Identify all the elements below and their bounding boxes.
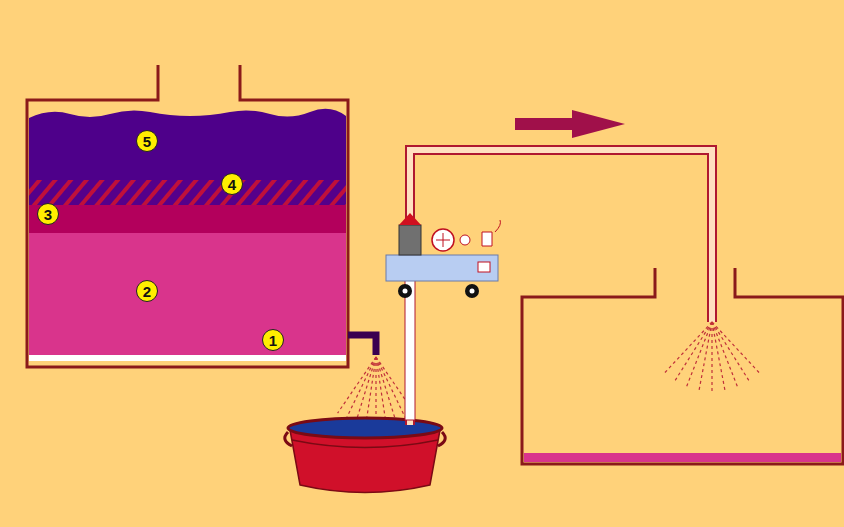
spray-line xyxy=(686,322,712,387)
left-tank xyxy=(27,65,348,367)
spray-line xyxy=(376,357,396,422)
callout-number: 5 xyxy=(136,130,158,152)
spray-line xyxy=(356,357,376,422)
middle-layer xyxy=(29,205,346,233)
spray-line xyxy=(712,322,760,373)
callout-number: 4 xyxy=(221,173,243,195)
pipe xyxy=(405,150,712,425)
spray-line xyxy=(711,322,712,392)
tank-outline xyxy=(27,65,348,367)
spray-line xyxy=(712,322,738,387)
spray-line xyxy=(366,357,376,424)
bucket xyxy=(285,418,445,493)
spray-line xyxy=(376,357,386,424)
flow-arrow xyxy=(515,110,625,138)
callout-number: 1 xyxy=(262,329,284,351)
pump-cart xyxy=(386,213,500,298)
tap xyxy=(348,335,376,355)
spray-line xyxy=(375,357,376,425)
spray-line xyxy=(376,357,406,418)
right-tank xyxy=(522,268,843,464)
callout-number: 2 xyxy=(136,280,158,302)
sediment-layer xyxy=(29,355,346,361)
spray-line xyxy=(699,322,712,391)
wine-lower-layer xyxy=(29,233,346,355)
wine-top-layer xyxy=(29,109,346,205)
spray xyxy=(664,322,759,392)
spray xyxy=(338,357,415,425)
callout-number: 3 xyxy=(37,203,59,225)
spray-line xyxy=(712,322,749,381)
hatched-layer xyxy=(29,180,346,205)
spray-line xyxy=(664,322,712,373)
spray-line xyxy=(338,357,376,413)
